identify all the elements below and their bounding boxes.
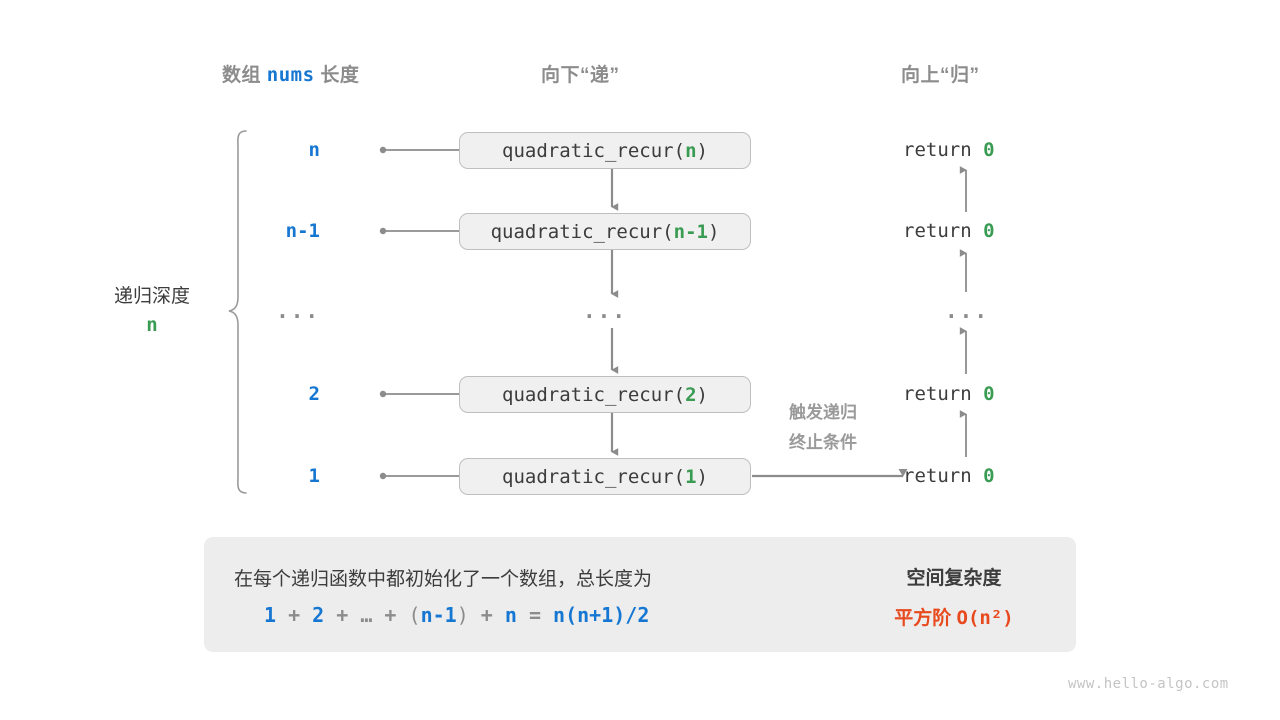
base-case-note-line-2: 终止条件 [789, 432, 857, 452]
return-row-1-text: return [903, 139, 984, 161]
call-box-row-4-prefix: quadratic_recur( [502, 383, 686, 406]
formula-term-2: 2 [312, 603, 325, 627]
summary-formula: 1 + 2 + … + (n-1) + n = n(n+1)/2 [264, 603, 649, 627]
formula-term-4: n-1 [420, 603, 457, 627]
space-complexity-title: 空间复杂度 [906, 568, 1002, 589]
header-recursion-up: 向上“归” [901, 65, 980, 86]
return-row-4-text: return [903, 383, 984, 405]
recursion-depth-brace [228, 130, 247, 494]
length-connector-dots [379, 146, 387, 480]
return-row-5-text: return [903, 465, 984, 487]
call-box-row-3-ellipsis: ... [583, 299, 627, 323]
return-row-2-text: return [903, 220, 984, 242]
call-box-row-1-suffix: ) [696, 139, 708, 162]
recursion-depth-text: 递归深度 [113, 286, 190, 307]
summary-text: 在每个递归函数中都初始化了一个数组，总长度为 [234, 569, 653, 590]
header-recursion-down: 向下“递” [541, 65, 620, 86]
space-complexity-value: 平方阶 O(n²) [854, 603, 1054, 630]
call-box-row-5[interactable]: quadratic_recur(1) [459, 458, 751, 495]
header-array-length-suffix: 长度 [314, 65, 360, 86]
return-row-2: return 0 [903, 220, 995, 242]
header-array-length-mono: nums [266, 64, 315, 86]
space-complexity-value-prefix: 平方阶 [894, 608, 957, 629]
return-row-2-value: 0 [983, 220, 995, 242]
formula-op-2: + [324, 603, 361, 627]
formula-equals: = [516, 603, 554, 627]
return-row-4: return 0 [903, 383, 995, 405]
array-length-row-5: 1 [308, 465, 320, 487]
space-complexity-value-mono: O(n²) [956, 607, 1014, 629]
formula-op-1: + [276, 603, 313, 627]
call-box-row-5-suffix: ) [696, 465, 708, 488]
formula-ellipsis: … [360, 603, 373, 627]
call-box-row-2-suffix: ) [707, 220, 720, 243]
formula-op-4: + [468, 603, 505, 627]
call-box-row-1[interactable]: quadratic_recur(n) [459, 132, 751, 169]
formula-op-3: + [372, 603, 409, 627]
array-length-row-3-ellipsis: ... [276, 299, 320, 323]
call-box-row-2-prefix: quadratic_recur( [490, 220, 674, 243]
call-box-row-1-arg: n [685, 139, 697, 162]
watermark: www.hello-algo.com [1068, 676, 1229, 692]
header-array-length: 数组 nums 长度 [222, 60, 359, 87]
call-box-row-1-prefix: quadratic_recur( [502, 139, 686, 162]
return-row-4-value: 0 [983, 383, 995, 405]
call-box-row-4-suffix: ) [696, 383, 708, 406]
return-row-1: return 0 [903, 139, 995, 161]
call-box-row-4[interactable]: quadratic_recur(2) [459, 376, 751, 413]
call-box-row-5-arg: 1 [685, 465, 697, 488]
return-row-5-value: 0 [983, 465, 995, 487]
call-box-row-2-arg: n-1 [673, 220, 708, 243]
return-row-3-ellipsis: ... [945, 299, 989, 323]
formula-term-5: n [504, 603, 517, 627]
length-connectors [384, 149, 459, 477]
call-box-row-2[interactable]: quadratic_recur(n-1) [459, 213, 751, 250]
formula-result: n(n+1)/2 [553, 603, 650, 627]
array-length-row-4: 2 [308, 383, 320, 405]
call-box-row-4-arg: 2 [685, 383, 697, 406]
summary-panel: 在每个递归函数中都初始化了一个数组，总长度为 1 + 2 + … + (n-1)… [204, 537, 1076, 652]
array-length-row-1: n [308, 139, 320, 161]
formula-term-1: 1 [264, 603, 277, 627]
recursion-depth-label: 递归深度 n [92, 282, 212, 341]
header-array-length-prefix: 数组 [222, 65, 267, 86]
formula-paren-right: ) [456, 603, 469, 627]
return-row-1-value: 0 [983, 139, 995, 161]
call-box-row-5-prefix: quadratic_recur( [502, 465, 686, 488]
base-case-note-line-1: 触发递归 [789, 403, 857, 422]
base-case-note: 触发递归 终止条件 [764, 398, 882, 458]
formula-paren-left: ( [408, 603, 421, 627]
return-row-5: return 0 [903, 465, 995, 487]
array-length-row-2: n-1 [285, 220, 320, 242]
recursion-depth-value: n [146, 314, 158, 337]
